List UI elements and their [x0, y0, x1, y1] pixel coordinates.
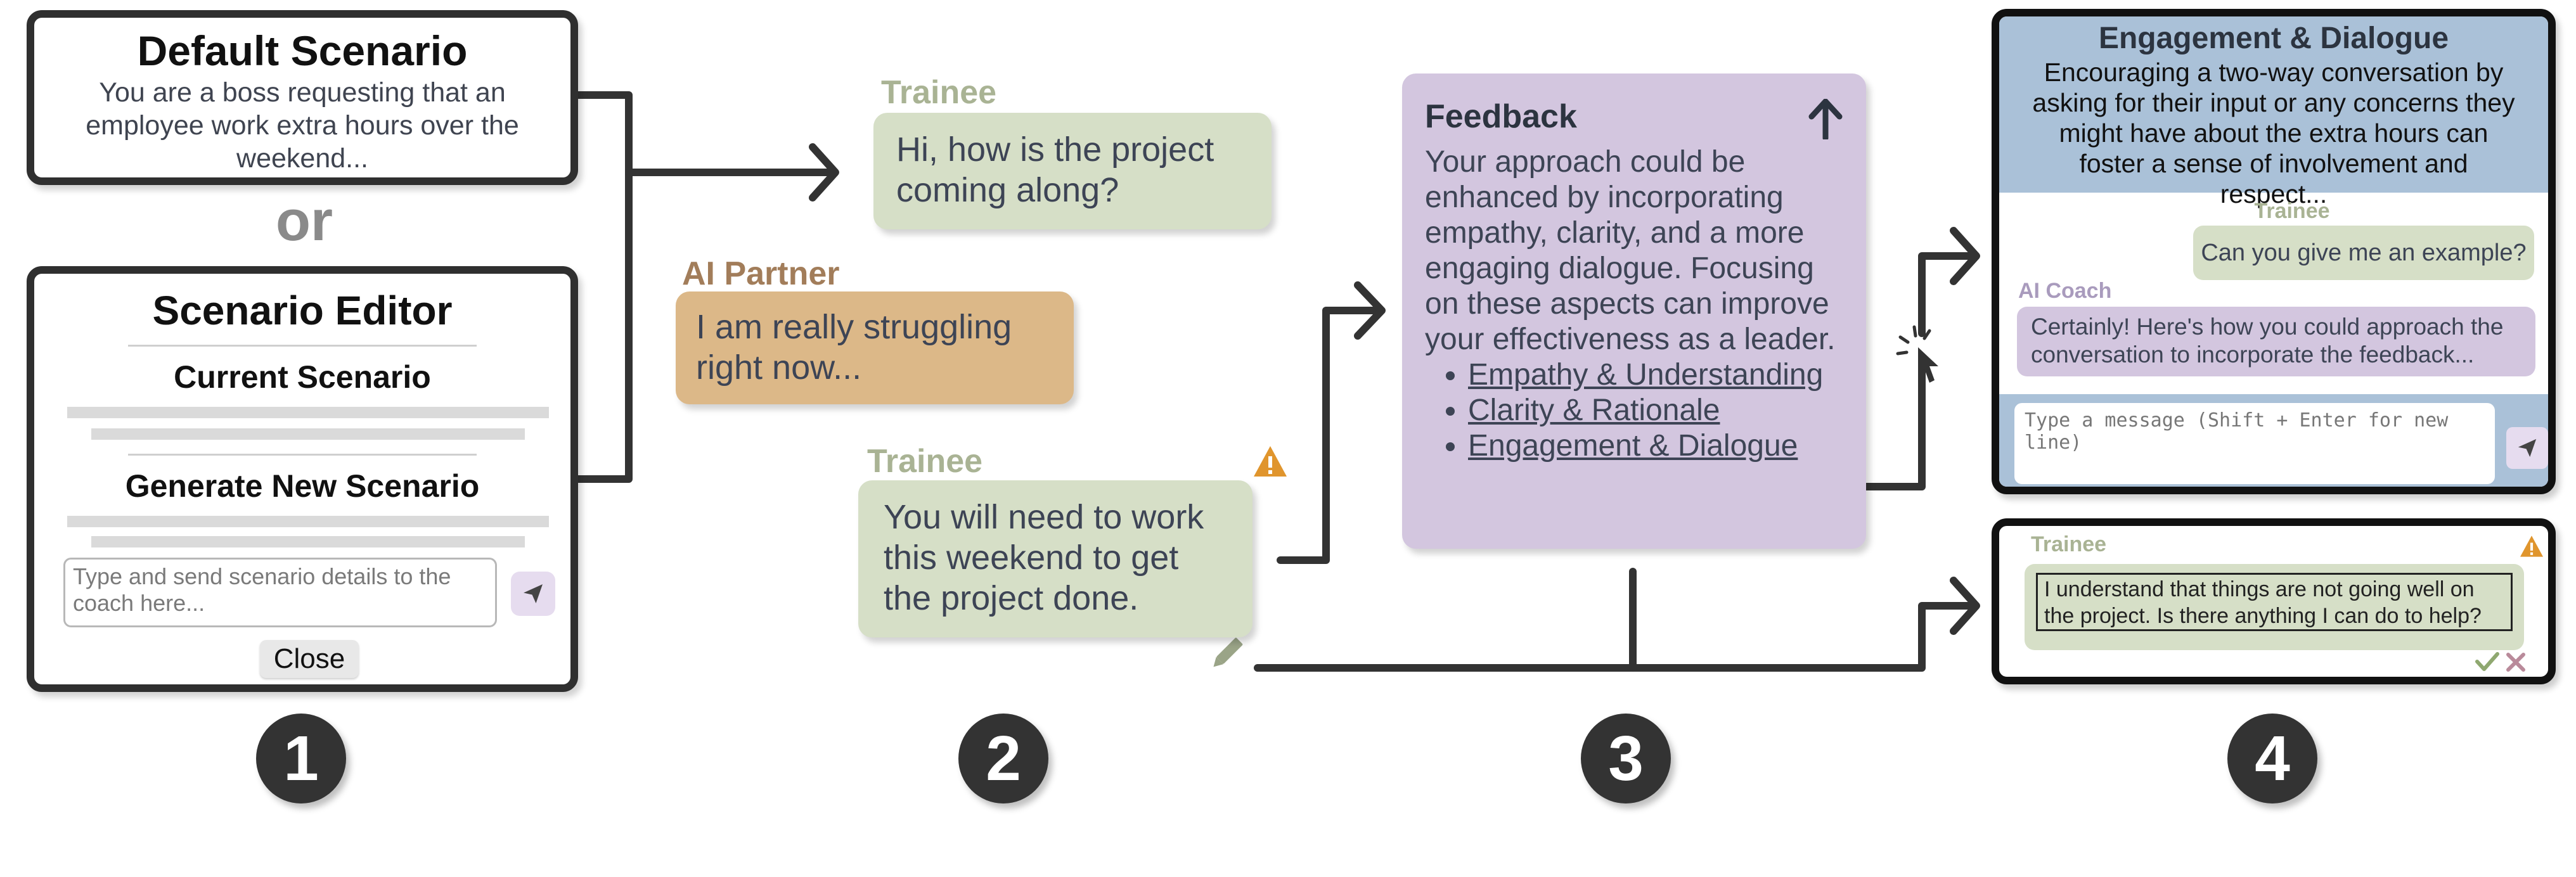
trainee-label: Trainee [2254, 199, 2330, 223]
edit-message-panel: Trainee I understand that things are not… [1992, 518, 2556, 684]
arrow-to-feedback [1277, 307, 1381, 564]
feedback-link[interactable]: Engagement & Dialogue [1468, 428, 1843, 464]
feedback-list: Empathy & Understanding Clarity & Ration… [1425, 357, 1843, 464]
default-scenario-card[interactable]: Default Scenario You are a boss requesti… [27, 10, 578, 185]
send-icon [2518, 438, 2537, 458]
coach-header: Engagement & Dialogue Encouraging a two-… [1999, 16, 2548, 208]
scenario-editor-card: Scenario Editor Current Scenario Generat… [27, 266, 578, 692]
check-icon[interactable] [2475, 650, 2500, 673]
placeholder-line [67, 516, 549, 527]
close-icon[interactable] [2505, 651, 2527, 673]
current-scenario-heading: Current Scenario [174, 359, 431, 395]
step-badge-3: 3 [1581, 714, 1671, 803]
default-scenario-title: Default Scenario [137, 27, 468, 74]
arrow-up-icon[interactable] [1808, 99, 1843, 139]
scenario-details-input[interactable]: Type and send scenario details to the co… [63, 558, 497, 627]
chat-input-bar: Type a message (Shift + Enter for new li… [1999, 394, 2548, 487]
feedback-link[interactable]: Clarity & Rationale [1468, 393, 1843, 428]
ai-coach-message: Certainly! Here's how you could approach… [2017, 307, 2535, 376]
trainee-label: Trainee [881, 74, 997, 111]
trainee-message: Can you give me an example? [2193, 226, 2534, 280]
cursor-icon [1896, 325, 1938, 383]
arrow-head-edit [1950, 577, 1980, 635]
ai-partner-label: AI Partner [682, 255, 840, 292]
arrow-head-chat [809, 143, 839, 202]
step-badge-4: 4 [2227, 714, 2317, 803]
arrow-head-coach [1950, 227, 1980, 285]
feedback-title: Feedback [1425, 98, 1577, 135]
coach-topic-title: Engagement & Dialogue [2098, 22, 2449, 55]
coach-chat-panel: Engagement & Dialogue Encouraging a two-… [1992, 9, 2556, 494]
step-badge-1: 1 [256, 714, 346, 803]
divider [128, 454, 477, 456]
ai-coach-label: AI Coach [2018, 279, 2112, 303]
coach-topic-text: Encouraging a two-way conversation by as… [2032, 58, 2515, 208]
generate-scenario-heading: Generate New Scenario [125, 468, 480, 504]
placeholder-line [91, 536, 525, 547]
trainee-label: Trainee [867, 443, 983, 480]
placeholder-line [91, 428, 525, 440]
ai-partner-message: I am really struggling right now... [676, 291, 1074, 404]
arrow-to-edit [1254, 602, 1975, 672]
arrow-to-coach-top [1918, 252, 1975, 337]
trainee-label: Trainee [2031, 532, 2107, 556]
warning-icon [2520, 535, 2543, 557]
arrow-head-feedback [1354, 281, 1386, 340]
send-button[interactable] [511, 572, 555, 616]
default-scenario-text: You are a boss requesting that an employ… [86, 77, 519, 174]
chat-input[interactable]: Type a message (Shift + Enter for new li… [2014, 403, 2495, 484]
trainee-message: Hi, how is the project coming along? [873, 113, 1272, 229]
warning-icon [1254, 446, 1287, 477]
divider [128, 345, 477, 347]
send-button[interactable] [2506, 427, 2548, 469]
edit-message-field[interactable]: I understand that things are not going w… [2036, 573, 2513, 631]
feedback-card: Feedback Your approach could be enhanced… [1402, 74, 1866, 549]
send-icon [524, 584, 543, 603]
pencil-icon [1213, 637, 1243, 667]
scenario-editor-title: Scenario Editor [152, 288, 453, 333]
bracket-line [574, 91, 633, 483]
placeholder-line [67, 407, 549, 418]
feedback-link[interactable]: Empathy & Understanding [1468, 357, 1843, 393]
trainee-message[interactable]: You will need to work this weekend to ge… [858, 480, 1253, 637]
edit-bubble: I understand that things are not going w… [2025, 564, 2524, 650]
close-button[interactable]: Close [260, 640, 359, 678]
or-label: or [276, 189, 333, 253]
feedback-body: Your approach could be enhanced by incor… [1425, 145, 1836, 356]
step-badge-2: 2 [958, 714, 1048, 803]
